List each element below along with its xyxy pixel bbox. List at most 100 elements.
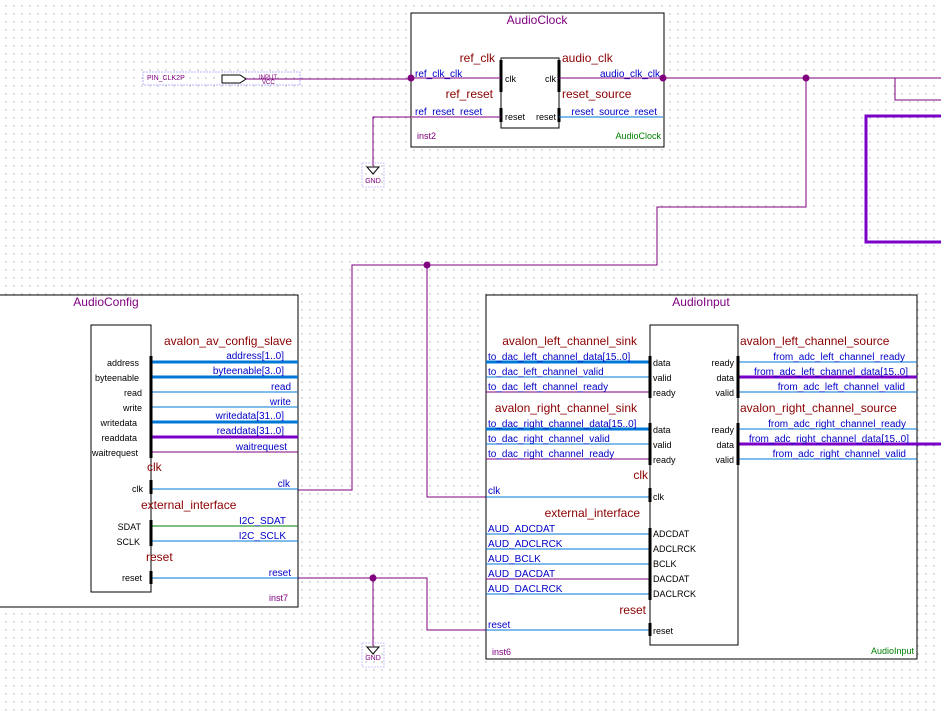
audioinput-pin: data <box>716 373 734 383</box>
audioconfig-sig-ext: I2C_SDAT <box>239 516 286 527</box>
audioinput-pin-ext: DACDAT <box>653 574 690 584</box>
audioconfig-pin: byteenable <box>95 373 139 383</box>
audioclock-block[interactable]: AudioClock ref_clk ref_reset audio_clk r… <box>410 12 665 148</box>
audioconfig-sig: writedata[31..0] <box>215 411 285 422</box>
audioconfig-sig-reset: reset <box>269 568 291 579</box>
audioinput-sig: to_dac_left_channel_ready <box>488 382 608 393</box>
audioclock-title: AudioClock <box>507 13 569 27</box>
audioinput-pin: data <box>653 425 671 435</box>
audioclock-entity: AudioClock <box>615 131 661 141</box>
gnd-icon <box>365 646 381 655</box>
audioconfig-iface-clk: clk <box>147 460 163 474</box>
audioinput-pin: valid <box>715 455 734 465</box>
gnd-frame <box>361 162 385 188</box>
audioinput-pin: ready <box>711 425 734 435</box>
audioinput-sig: to_dac_left_channel_data[15..0] <box>488 352 631 363</box>
audioconfig-pin: writedata <box>99 418 137 428</box>
audioinput-sig: from_adc_left_channel_data[15..0] <box>754 367 908 378</box>
audioinput-pin-ext: ADCLRCK <box>653 544 696 554</box>
audioinput-sig: from_adc_left_channel_ready <box>773 352 905 363</box>
gnd-symbol-bottom: GND <box>361 578 385 668</box>
audioinput-pin: valid <box>653 373 672 383</box>
audioinput-sig: to_dac_right_channel_ready <box>488 449 614 460</box>
audioclock-iface-ref-clk: ref_clk <box>460 51 496 65</box>
audioinput-sig-ext: AUD_ADCLRCK <box>488 539 563 550</box>
audioinput-sig: to_dac_left_channel_valid <box>488 367 604 378</box>
audioconfig-pin: waitrequest <box>91 448 139 458</box>
audioclock-sig-ref-clk: ref_clk_clk <box>415 69 463 80</box>
audioclock-iface-reset-source: reset_source <box>562 87 632 101</box>
reset-wire <box>298 577 486 631</box>
audioclock-instance: inst2 <box>417 131 436 141</box>
audioconfig-title: AudioConfig <box>73 295 138 309</box>
audioinput-pin: valid <box>653 440 672 450</box>
junction-dot <box>407 74 415 82</box>
audioinput-sig: to_dac_right_channel_valid <box>488 434 610 445</box>
audioclock-iface-ref-reset: ref_reset <box>446 87 494 101</box>
audioclock-sig-ref-reset: ref_reset_reset <box>415 107 482 118</box>
input-pin-clk2p[interactable]: PIN_CLK2P INPUT VCC <box>142 71 415 86</box>
input-pin-type: INPUT <box>259 75 277 81</box>
gnd-wire-top <box>372 116 411 166</box>
audioinput-inner-frame <box>649 324 739 646</box>
gnd-icon <box>365 166 381 175</box>
audioinput-pin: ready <box>653 455 676 465</box>
purple-bus <box>864 114 941 244</box>
audioconfig-pin: write <box>122 403 142 413</box>
audioinput-sig-ext: AUD_DACDAT <box>488 569 555 580</box>
audioinput-sig-ext: AUD_ADCDAT <box>488 524 555 535</box>
audioinput-pin-ext: DACLRCK <box>653 589 696 599</box>
audioinput-pin: data <box>653 358 671 368</box>
routing-wires <box>298 74 941 631</box>
gnd-symbol-top: GND <box>361 116 411 188</box>
audioinput-iface-right-sink: avalon_right_channel_sink <box>495 401 638 415</box>
audioconfig-sig: write <box>269 397 292 408</box>
audioconfig-sig: address[1..0] <box>226 351 284 362</box>
audioconfig-sig-ext: I2C_SCLK <box>239 531 287 542</box>
audioconfig-instance: inst7 <box>269 593 288 603</box>
audioinput-sig-clk: clk <box>488 486 501 497</box>
audioinput-sig: from_adc_right_channel_ready <box>768 419 906 430</box>
audioconfig-sig: byteenable[3..0] <box>213 366 284 377</box>
audioinput-iface-left-source: avalon_left_channel_source <box>740 334 890 348</box>
audioinput-pin-reset: reset <box>653 626 674 636</box>
audioinput-sig: from_adc_right_channel_data[15..0] <box>749 434 909 445</box>
audioinput-instance: inst6 <box>492 647 511 657</box>
audioconfig-pin-ext: SDAT <box>118 522 142 532</box>
audioinput-block[interactable]: AudioInput avalon_left_channel_sink aval… <box>485 294 941 660</box>
audioinput-sig: from_adc_right_channel_valid <box>773 449 906 460</box>
audioinput-pin-clk: clk <box>653 492 664 502</box>
audioclock-pin-reset-out: reset <box>536 112 557 122</box>
audioinput-pin: ready <box>711 358 734 368</box>
audioinput-pin-ext: ADCDAT <box>653 529 690 539</box>
audioinput-pin: valid <box>715 388 734 398</box>
audioconfig-sig-clk: clk <box>278 479 291 490</box>
gnd-label: GND <box>365 178 381 185</box>
audioinput-iface-right-source: avalon_right_channel_source <box>740 401 897 415</box>
audioinput-sig: from_adc_left_channel_valid <box>778 382 905 393</box>
audioclock-pin-clk: clk <box>505 74 516 84</box>
audioinput-iface-clk: clk <box>633 468 649 482</box>
input-pin-arrow-icon <box>221 74 247 84</box>
audioconfig-pin-reset: reset <box>122 573 143 583</box>
audioconfig-pin: address <box>107 358 140 368</box>
audioconfig-iface-slave: avalon_av_config_slave <box>164 334 292 348</box>
audioclock-pin-clk-out: clk <box>545 74 556 84</box>
audioconfig-pin-clk: clk <box>132 484 143 494</box>
audioinput-sig-ext: AUD_BCLK <box>488 554 541 565</box>
gnd-label: GND <box>365 655 381 662</box>
audioinput-sig-ext: AUD_DACLRCK <box>488 584 563 595</box>
input-clk-wire <box>426 265 486 498</box>
audioinput-iface-reset: reset <box>619 603 646 617</box>
config-clk-wire <box>298 78 807 491</box>
audioconfig-sig: read <box>271 382 291 393</box>
audioclock-iface-audio-clk: audio_clk <box>562 51 614 65</box>
audioinput-iface-external: external_interface <box>545 506 641 520</box>
audioconfig-iface-reset: reset <box>146 550 173 564</box>
audioclock-pin-reset: reset <box>505 112 526 122</box>
audioconfig-block[interactable]: AudioConfig avalon_av_config_slave clk e… <box>0 294 299 608</box>
reset-out-wire <box>894 78 941 101</box>
audioclock-inner-frame <box>500 57 560 129</box>
audioconfig-sig: waitrequest <box>235 442 287 453</box>
